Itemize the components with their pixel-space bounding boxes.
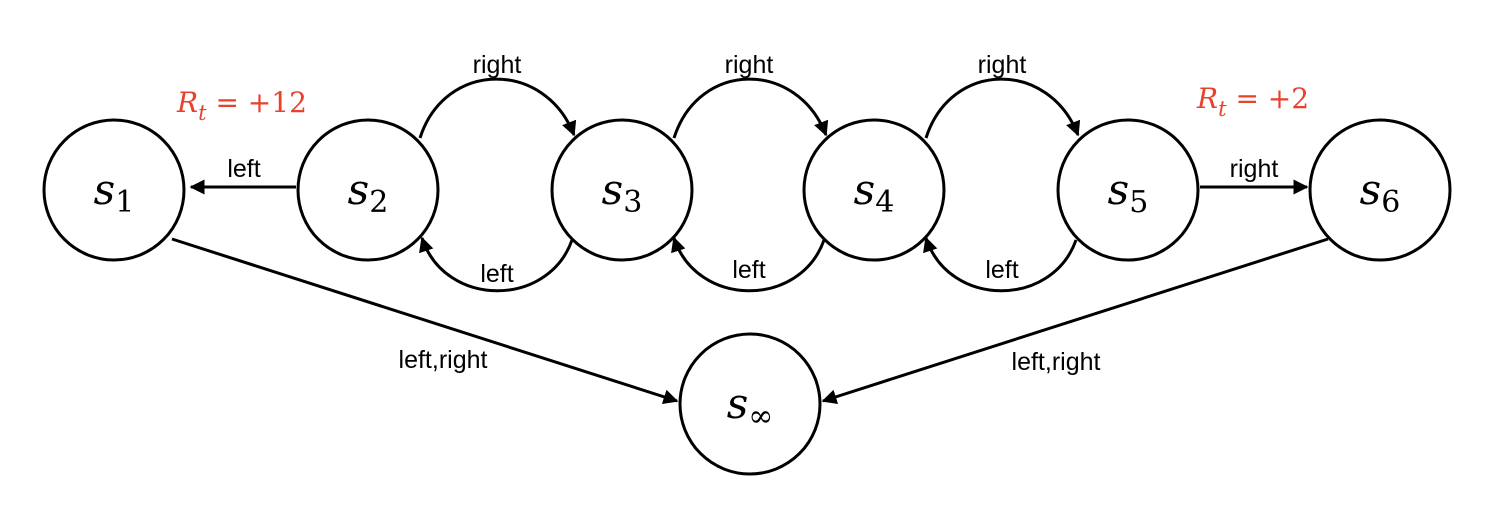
edge-s1-sinf	[171, 237, 679, 405]
state-s1-label: s1	[94, 165, 135, 220]
reward-value: = +2	[1227, 82, 1310, 115]
state-s5: s5	[1056, 118, 1200, 262]
state-s1: s1	[42, 118, 186, 262]
state-s6-label: s6	[1360, 165, 1401, 220]
edge-label-s5-s4: left	[985, 256, 1018, 284]
reward-label-s5: Rt = +2	[1196, 82, 1309, 121]
edges	[171, 77, 1329, 405]
state-s3: s3	[550, 118, 694, 262]
nodes: s1 s2 s3 s4 s5 s6 s∞	[42, 118, 1452, 476]
edge-label-s6-sinf: left,right	[1012, 348, 1101, 376]
state-s4-label: s4	[854, 165, 895, 220]
state-s2-label: s2	[348, 165, 389, 220]
state-sinf-label: s∞	[727, 379, 774, 434]
state-s6: s6	[1308, 118, 1452, 262]
edge-s5-s4	[923, 236, 1078, 293]
edge-s4-s3	[671, 236, 826, 293]
state-s4: s4	[802, 118, 946, 262]
edge-label-s3-s4: right	[725, 51, 774, 79]
edge-s3-s2	[419, 236, 574, 293]
edge-label-s1-sinf: left,right	[399, 346, 488, 374]
edge-s6-sinf	[821, 237, 1329, 405]
edge-labels: left right right right right left left l…	[227, 51, 1278, 376]
edge-label-s4-s5: right	[978, 51, 1027, 79]
state-s5-label: s5	[1108, 165, 1149, 220]
state-s3-label: s3	[602, 165, 643, 220]
edge-label-s3-s2: left	[480, 260, 513, 288]
reward-subscript: t	[1218, 97, 1227, 121]
edge-s4-s5	[924, 77, 1081, 139]
edge-s2-s3	[418, 77, 577, 139]
reward-subscript: t	[198, 101, 207, 125]
edge-label-s2-s1: left	[227, 155, 260, 183]
edge-label-s2-s3: right	[473, 51, 522, 79]
reward-symbol: R	[1196, 82, 1218, 115]
edge-label-s4-s3: left	[732, 256, 765, 284]
reward-value: = +12	[207, 86, 307, 119]
reward-symbol: R	[176, 86, 198, 119]
state-sinf: s∞	[678, 332, 822, 476]
rewards: Rt = +12 Rt = +2	[176, 82, 1309, 125]
edge-label-s5-s6: right	[1230, 155, 1279, 183]
edge-s3-s4	[672, 77, 829, 139]
reward-label-s2: Rt = +12	[176, 86, 307, 125]
state-s2: s2	[296, 118, 440, 262]
